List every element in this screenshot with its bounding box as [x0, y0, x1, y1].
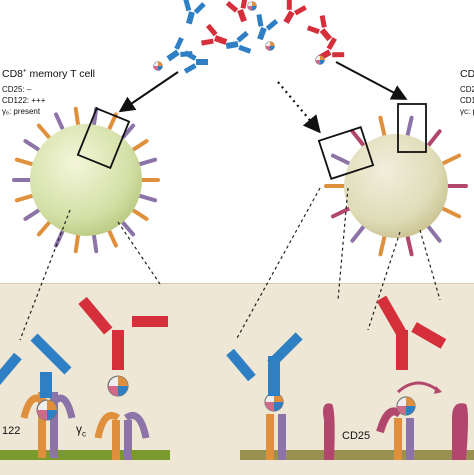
antibody-icon: [224, 30, 253, 58]
right-cell-title: CD: [460, 68, 474, 80]
cytokine-sphere-icon: [396, 396, 416, 416]
cytokine-sphere-icon: [35, 399, 59, 421]
antibody-icon: [177, 0, 207, 27]
right-cell-line3: γc: p: [460, 107, 474, 116]
left-cell-title: CD8+ memory T cell: [2, 68, 95, 80]
treg-cell: [317, 103, 468, 257]
cytokine-sphere-icon: [106, 375, 130, 397]
cell-body: [344, 134, 448, 238]
highlight-box: [76, 107, 131, 170]
right-cell-line1: CD2: [460, 85, 474, 94]
gamma-c-label: γc: [76, 422, 86, 439]
antibody-icon: [275, 0, 309, 29]
receptor-complex-left-2: [78, 296, 168, 460]
cytokine-sphere-icon: [153, 61, 163, 71]
left-cell-cd122: CD122: +++: [2, 96, 46, 105]
right-cell-line2: CD1: [460, 96, 474, 105]
cytokine-sphere-icon: [265, 41, 275, 51]
receptor-complex-right-2: [376, 295, 468, 460]
membrane-right: [240, 450, 474, 460]
cytokine-sphere-icon: [315, 55, 325, 65]
highlight-box: [317, 126, 375, 180]
cell-body: [30, 124, 142, 236]
cd25-chain: [323, 403, 335, 460]
membrane-left: [0, 450, 170, 460]
arrow-to-right-cell: [335, 61, 408, 100]
arrow-to-memory-cell: [118, 71, 179, 113]
antibody-icon: [248, 12, 280, 44]
cd25-label: CD25: [342, 430, 371, 442]
highlight-box: [397, 103, 427, 153]
receptor-complex-left: [0, 333, 76, 458]
cytokine-sphere-icon: [247, 1, 257, 11]
memory-t-cell: [12, 106, 160, 254]
arrow-to-right-cell-dotted: [277, 81, 321, 134]
antibody-cluster-top: [153, 0, 347, 74]
receptor-complex-right: [226, 332, 303, 460]
antibody-icon: [199, 22, 231, 54]
antibody-icon: [161, 35, 195, 69]
cd122-label: 122: [2, 425, 21, 437]
left-cell-gamma-c: γₑ: present: [2, 107, 41, 116]
zoom-lines: [19, 187, 441, 341]
antibody-icon: [183, 50, 208, 74]
left-cell-cd25: CD25: –: [2, 85, 32, 94]
